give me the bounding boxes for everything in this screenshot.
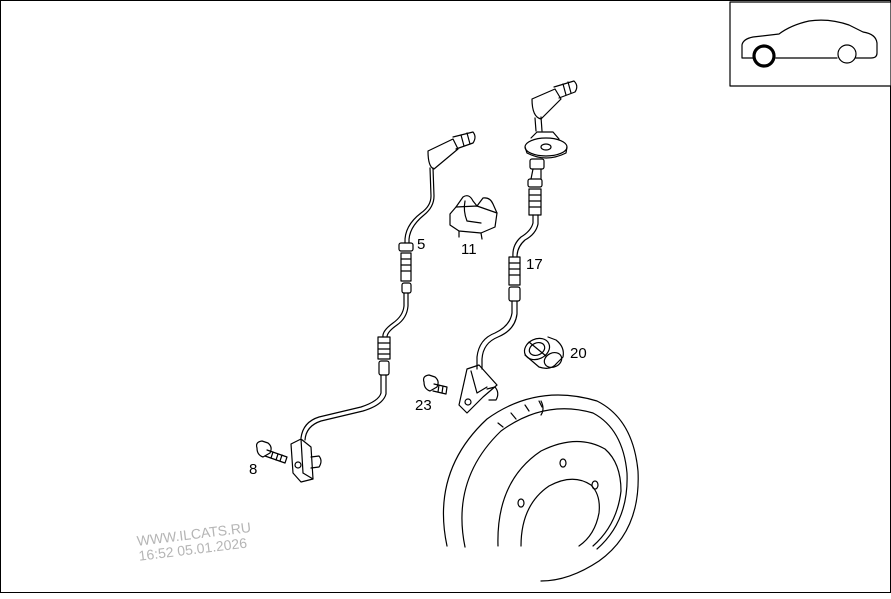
car-silhouette-icon	[741, 19, 878, 59]
callout-5[interactable]: 5	[417, 236, 426, 253]
part-5-sleeve-2	[377, 336, 391, 360]
part-23-bolt[interactable]	[422, 374, 448, 395]
part-5-connector-head	[427, 138, 459, 170]
part-5-sensor-cable[interactable]	[290, 131, 476, 483]
part-20-bushing[interactable]	[521, 334, 564, 370]
brake-disc-hub-ring	[497, 440, 622, 547]
brake-disc-outer-rim	[442, 394, 639, 582]
part-17-sensor-body	[458, 364, 498, 414]
part-8-bolt-head	[255, 440, 272, 458]
part-11-clip-body	[449, 205, 498, 234]
callout-17[interactable]: 17	[526, 256, 543, 273]
inset-frame	[729, 1, 891, 87]
part-17-grommet-disc	[524, 137, 568, 157]
part-17-connector-head	[531, 88, 562, 120]
car-rear-wheel-icon	[837, 44, 857, 64]
part-17-sleeve-1	[528, 188, 542, 216]
callout-23[interactable]: 23	[415, 397, 432, 414]
part-11-cable-clip[interactable]	[449, 195, 498, 240]
part-5-grommet-1	[398, 242, 414, 252]
car-locator-inset	[729, 1, 891, 87]
callout-20[interactable]: 20	[570, 345, 587, 362]
part-5-connector-plug	[452, 131, 476, 150]
part-8-bolt[interactable]	[255, 440, 288, 464]
part-17-sleeve-2	[508, 256, 521, 286]
part-5-sleeve-1	[400, 252, 412, 282]
callout-11[interactable]: 11	[461, 241, 477, 258]
highlighted-front-wheel-icon	[752, 44, 776, 68]
callout-8[interactable]: 8	[249, 461, 258, 478]
part-23-bolt-head	[422, 374, 439, 392]
brake-disc	[442, 394, 639, 582]
part-17-sensor-cable[interactable]	[458, 80, 578, 414]
part-5-cable-upper	[404, 167, 432, 244]
